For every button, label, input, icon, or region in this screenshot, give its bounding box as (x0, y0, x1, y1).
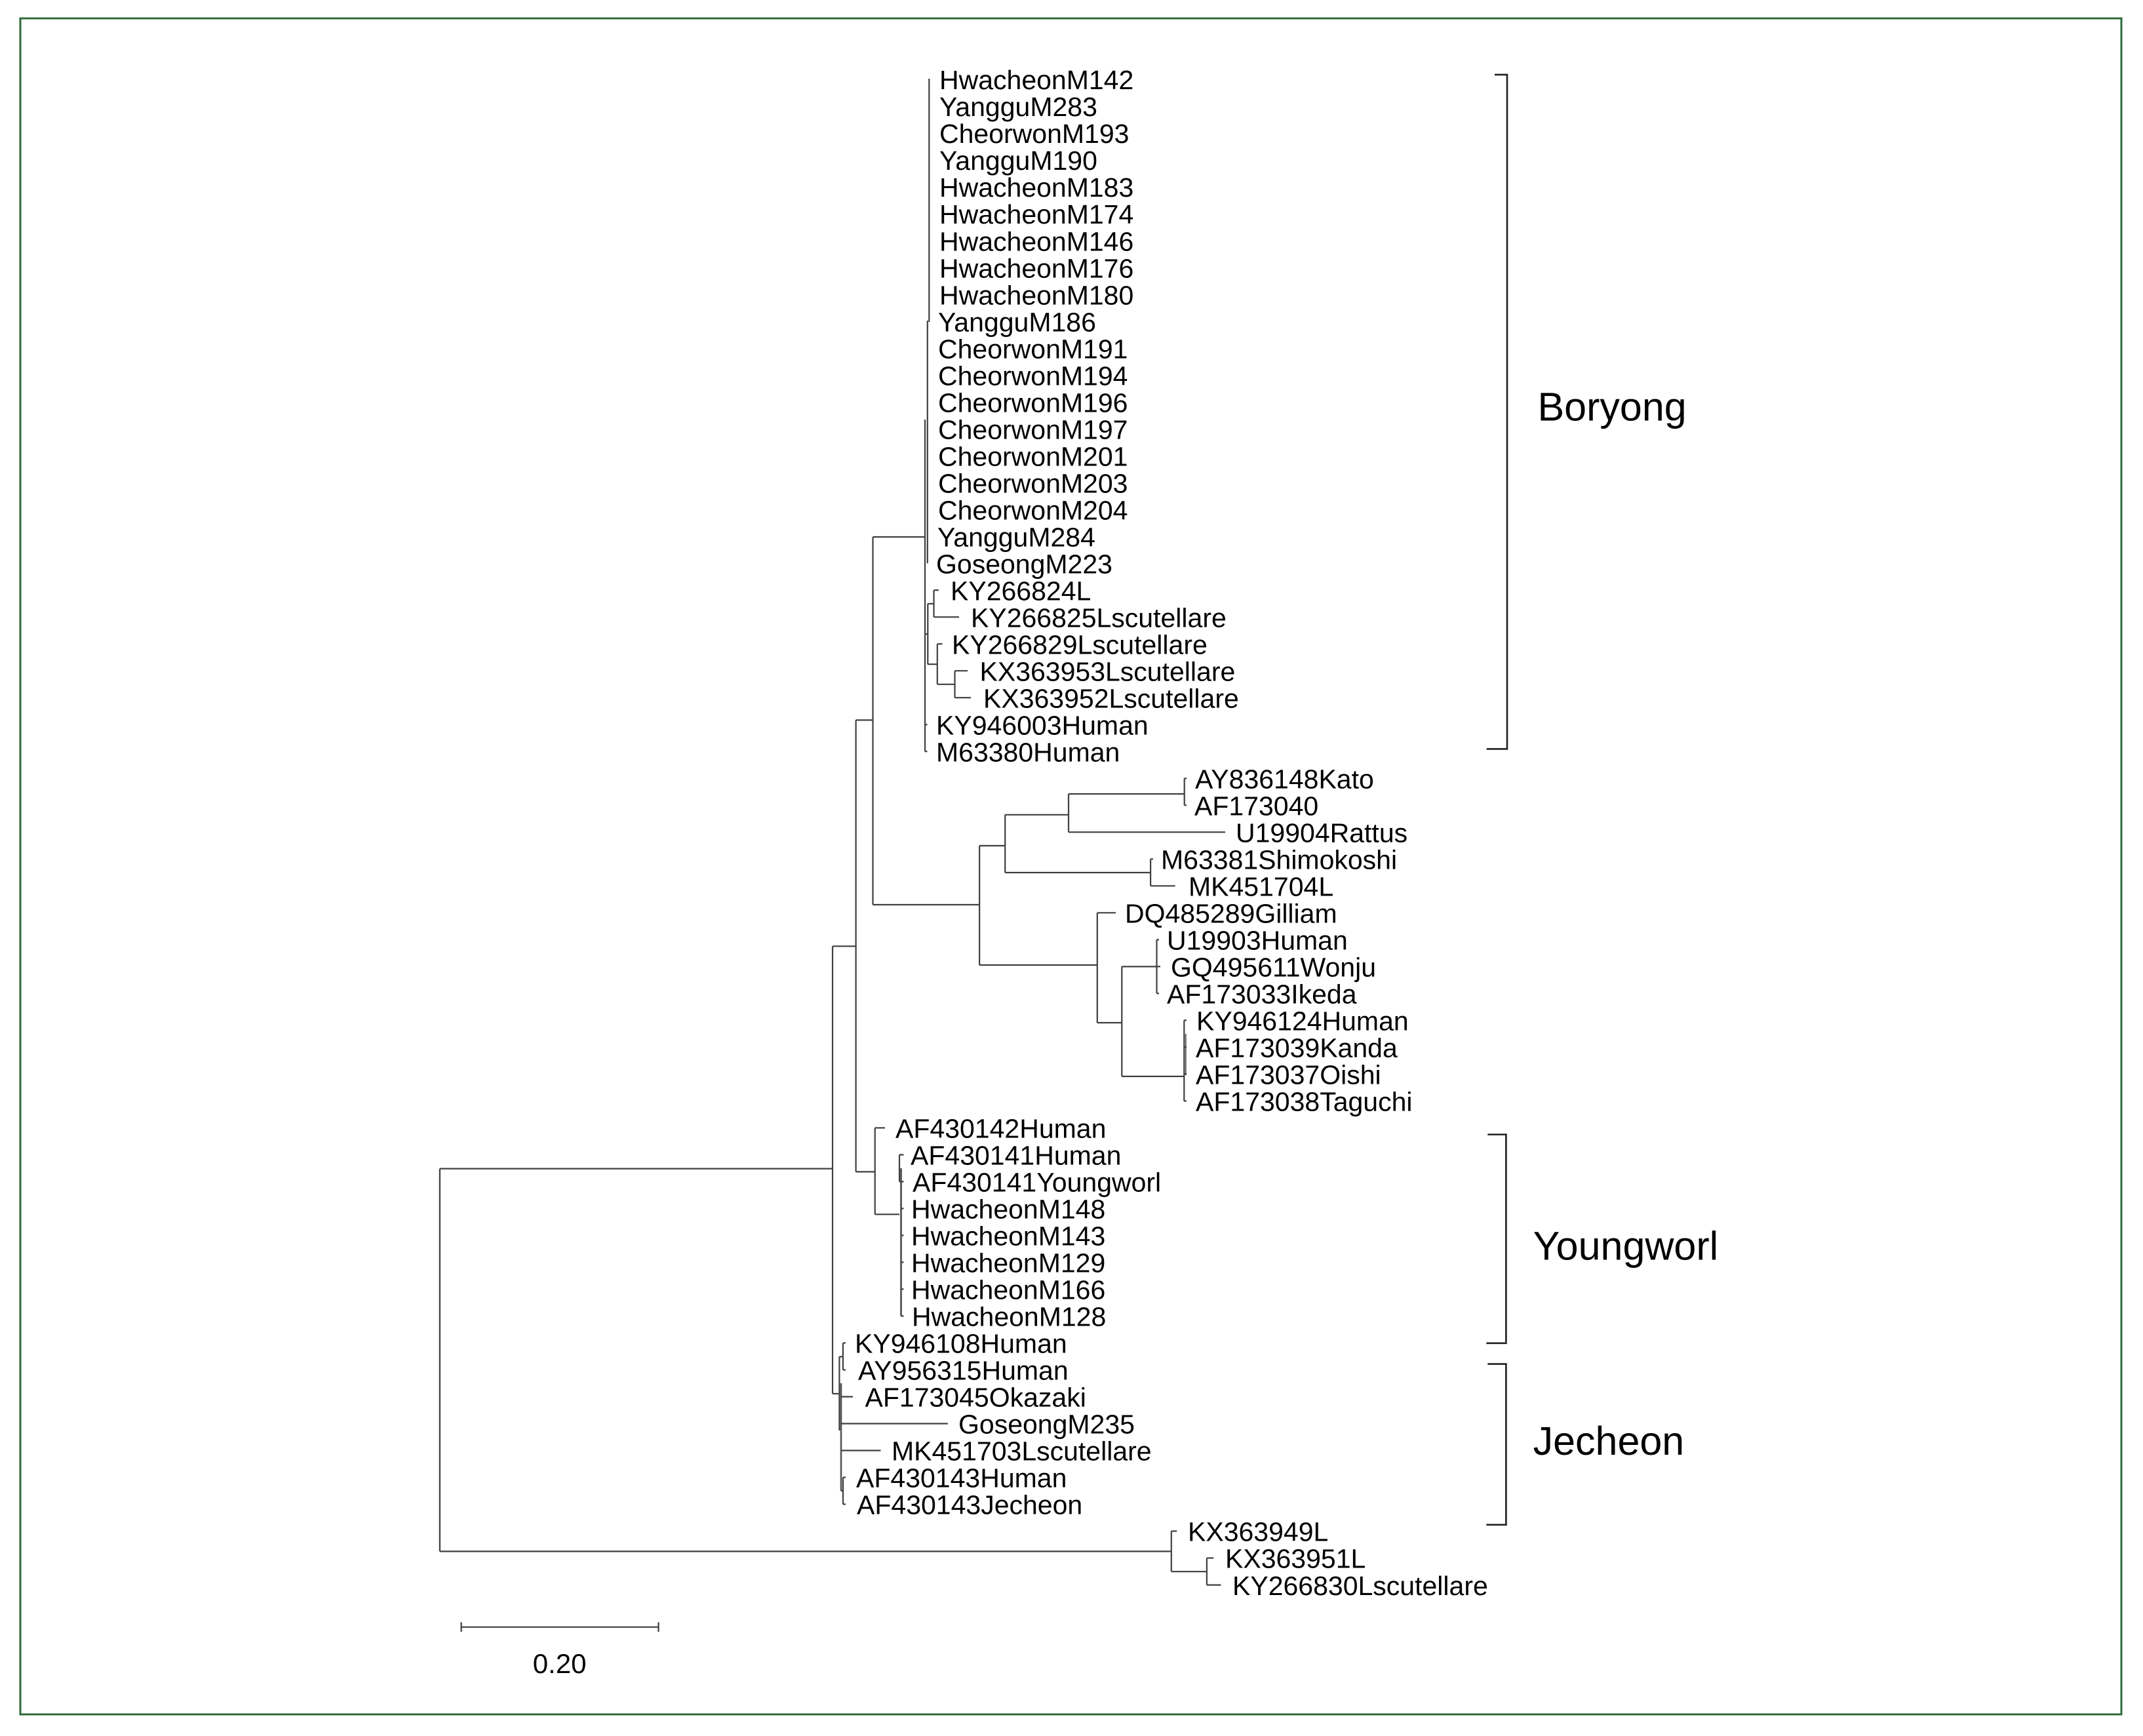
svg-text:AF173038Taguchi: AF173038Taguchi (1196, 1087, 1413, 1117)
svg-text:HwacheonM128: HwacheonM128 (912, 1302, 1106, 1332)
svg-text:M63380Human: M63380Human (936, 738, 1120, 768)
svg-text:HwacheonM129: HwacheonM129 (911, 1248, 1105, 1278)
svg-text:HwacheonM166: HwacheonM166 (911, 1275, 1105, 1305)
svg-text:KY266825Lscutellare: KY266825Lscutellare (971, 602, 1227, 633)
svg-text:MK451704L: MK451704L (1189, 872, 1333, 902)
svg-text:CheorwonM191: CheorwonM191 (938, 334, 1128, 364)
svg-text:GoseongM235: GoseongM235 (958, 1410, 1135, 1440)
svg-text:YangguM186: YangguM186 (938, 307, 1096, 337)
svg-text:CheorwonM196: CheorwonM196 (938, 387, 1128, 418)
svg-text:CheorwonM201: CheorwonM201 (938, 441, 1128, 471)
svg-text:AF173039Kanda: AF173039Kanda (1196, 1033, 1398, 1063)
svg-text:CheorwonM194: CheorwonM194 (938, 361, 1128, 391)
svg-text:KY946003Human: KY946003Human (936, 710, 1149, 740)
svg-text:AF173040: AF173040 (1194, 791, 1318, 821)
svg-text:HwacheonM146: HwacheonM146 (939, 226, 1133, 256)
svg-text:AF430143Human: AF430143Human (856, 1463, 1067, 1493)
svg-text:MK451703Lscutellare: MK451703Lscutellare (892, 1436, 1152, 1467)
svg-text:GQ495611Wonju: GQ495611Wonju (1171, 953, 1376, 983)
svg-text:KX363951L: KX363951L (1225, 1544, 1366, 1574)
svg-text:YangguM190: YangguM190 (939, 146, 1097, 176)
svg-text:AF430143Jecheon: AF430143Jecheon (857, 1490, 1082, 1520)
svg-text:CheorwonM204: CheorwonM204 (938, 495, 1128, 525)
svg-text:M63381Shimokoshi: M63381Shimokoshi (1161, 845, 1397, 875)
svg-text:AF430141Human: AF430141Human (911, 1141, 1121, 1171)
svg-text:AF430141Youngworl: AF430141Youngworl (913, 1168, 1161, 1198)
svg-text:KY266829Lscutellare: KY266829Lscutellare (952, 629, 1208, 660)
svg-text:HwacheonM174: HwacheonM174 (939, 199, 1133, 229)
svg-text:HwacheonM142: HwacheonM142 (939, 65, 1133, 95)
svg-text:HwacheonM176: HwacheonM176 (939, 253, 1133, 283)
svg-text:U19904Rattus: U19904Rattus (1236, 818, 1407, 848)
svg-text:KY266824L: KY266824L (951, 576, 1091, 606)
svg-text:Jecheon: Jecheon (1533, 1419, 1685, 1463)
svg-text:HwacheonM180: HwacheonM180 (939, 280, 1133, 310)
svg-text:CheorwonM197: CheorwonM197 (938, 414, 1128, 444)
svg-text:HwacheonM148: HwacheonM148 (911, 1194, 1105, 1225)
svg-text:0.20: 0.20 (533, 1648, 587, 1679)
svg-text:KX363952Lscutellare: KX363952Lscutellare (983, 683, 1239, 713)
svg-text:AY956315Human: AY956315Human (858, 1356, 1069, 1386)
svg-text:HwacheonM143: HwacheonM143 (911, 1221, 1105, 1252)
svg-text:GoseongM223: GoseongM223 (936, 549, 1112, 579)
svg-text:DQ485289Gilliam: DQ485289Gilliam (1125, 899, 1337, 929)
svg-text:Boryong: Boryong (1538, 385, 1687, 429)
svg-text:AF173045Okazaki: AF173045Okazaki (865, 1383, 1086, 1413)
svg-text:KX363949L: KX363949L (1188, 1517, 1328, 1547)
svg-text:AF173037Oishi: AF173037Oishi (1196, 1060, 1381, 1090)
svg-text:KX363953Lscutellare: KX363953Lscutellare (980, 656, 1236, 686)
svg-text:KY266830Lscutellare: KY266830Lscutellare (1232, 1571, 1488, 1601)
svg-text:AY836148Kato: AY836148Kato (1195, 764, 1374, 795)
svg-text:HwacheonM183: HwacheonM183 (939, 172, 1133, 203)
svg-text:Youngworl: Youngworl (1533, 1224, 1719, 1269)
svg-text:CheorwonM203: CheorwonM203 (938, 468, 1128, 498)
svg-text:AF430142Human: AF430142Human (895, 1114, 1106, 1144)
svg-text:AF173033Ikeda: AF173033Ikeda (1167, 979, 1357, 1010)
svg-text:CheorwonM193: CheorwonM193 (939, 119, 1129, 149)
svg-text:YangguM284: YangguM284 (937, 522, 1095, 552)
svg-text:KY946108Human: KY946108Human (855, 1329, 1067, 1359)
svg-text:U19903Human: U19903Human (1167, 926, 1348, 956)
svg-text:KY946124Human: KY946124Human (1196, 1006, 1409, 1036)
svg-text:YangguM283: YangguM283 (939, 92, 1097, 122)
